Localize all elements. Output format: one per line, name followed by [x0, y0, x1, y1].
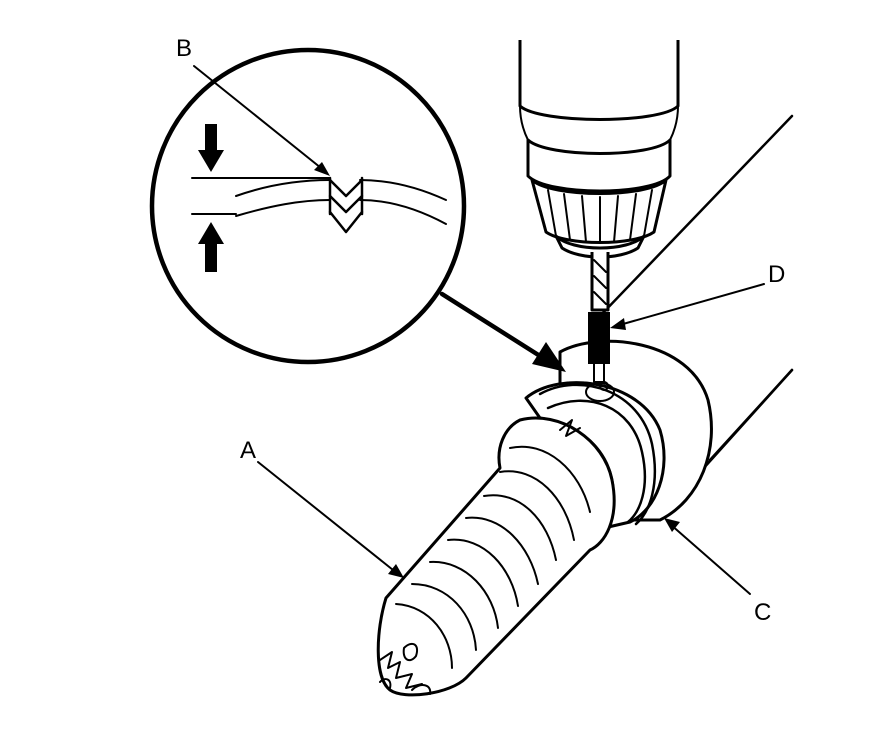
- leader-b: [193, 65, 327, 173]
- label-d: D: [768, 261, 785, 288]
- label-c: C: [754, 599, 771, 626]
- pointer-arrowhead: [532, 342, 566, 372]
- leader-d: [615, 283, 765, 327]
- leader-c-arrowhead: [664, 518, 680, 532]
- label-b: B: [176, 35, 192, 62]
- leader-c: [669, 523, 751, 595]
- down-arrow-icon: [198, 124, 224, 172]
- leaders: [193, 65, 765, 595]
- leader-a-arrowhead: [388, 564, 404, 578]
- drill: [518, 40, 680, 383]
- leader-a: [257, 461, 399, 575]
- leader-b-arrowhead: [314, 162, 330, 176]
- leader-d-arrowhead: [610, 318, 626, 330]
- label-a: A: [240, 437, 256, 464]
- detail-circle: [149, 47, 566, 372]
- boot-body: [376, 339, 713, 697]
- up-arrow-icon: [198, 222, 224, 272]
- clamp-band: [538, 381, 657, 526]
- depth-stopper: [588, 312, 610, 364]
